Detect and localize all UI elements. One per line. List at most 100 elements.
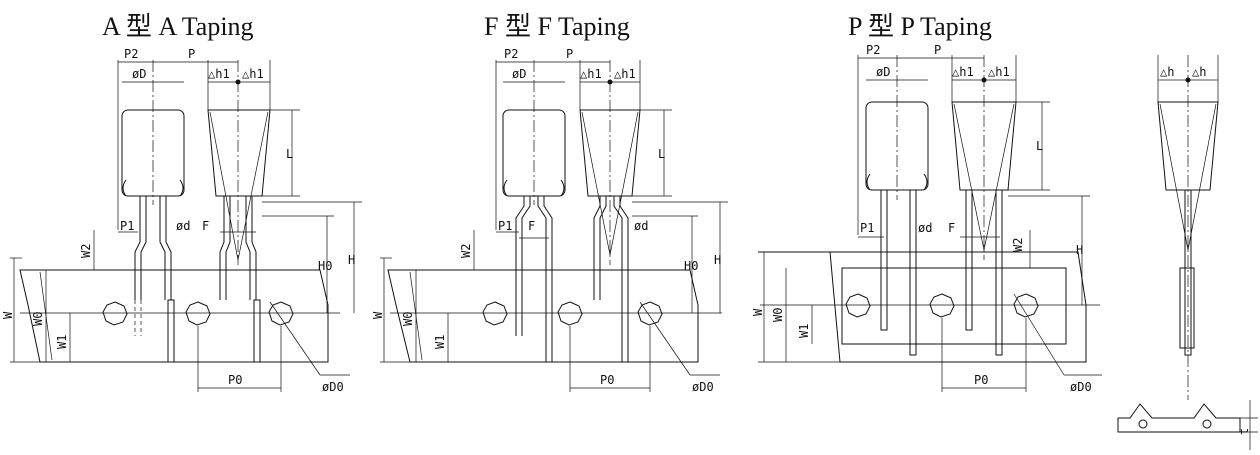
label-t: t [1237, 428, 1251, 435]
capacitor-body-a-tapered [207, 109, 271, 197]
label-f-w2: W2 [459, 244, 473, 258]
label-f-w1: W1 [433, 335, 447, 349]
label-a-w2: W2 [79, 244, 93, 258]
label-p-dh1-left: △h1 [952, 65, 974, 79]
label-f-p: P [566, 47, 573, 61]
lead-a-2-tail [167, 299, 175, 363]
sprocket-hole-f-3 [637, 301, 663, 326]
label-p-l: L [1036, 139, 1043, 153]
label-f-p0: P0 [600, 373, 614, 387]
capacitor-bead-f [503, 179, 565, 197]
leader-a-d0 [269, 301, 321, 376]
sprocket-hole-a-2 [185, 301, 211, 326]
lead-a-2 [159, 196, 172, 300]
label-a-dh1-right: △h1 [242, 67, 264, 81]
leader-p-d0 [1013, 293, 1065, 376]
capacitor-bead-a [122, 179, 184, 197]
tilt-lines-side [1159, 103, 1217, 251]
tape-p [758, 251, 1087, 363]
sprocket-hole-p-1 [845, 293, 871, 318]
label-p-w2: W2 [1011, 238, 1025, 252]
center-dot-side [1185, 77, 1191, 83]
label-f-w0: W0 [401, 312, 415, 326]
label-a-f: F [202, 219, 209, 233]
tape-side-section [1179, 267, 1195, 349]
lead-a-3 [219, 196, 231, 300]
label-p-phi-d: øD [876, 65, 890, 79]
label-f-h0: H0 [684, 259, 698, 273]
lead-a-4-tail [253, 299, 261, 363]
label-a-w0: W0 [31, 312, 45, 326]
label-f-phi-d: øD [512, 67, 526, 81]
label-a-p0: P0 [228, 373, 242, 387]
label-f-p2: P2 [504, 47, 518, 61]
label-p-phi-d-lead: ød [918, 221, 932, 235]
tape-p-window [841, 267, 1067, 345]
label-f-p1: P1 [498, 219, 512, 233]
panel-f-taping: P2 P øD △h1 △h1 L H H0 P1 F ød W W0 W1 W… [371, 47, 728, 394]
label-a-p: P [188, 47, 195, 61]
label-a-w1: W1 [55, 335, 69, 349]
sprocket-hole-f-2 [557, 301, 583, 326]
label-p-w0: W0 [771, 308, 785, 322]
label-f-dh1-right: △h1 [614, 67, 636, 81]
label-p-phi-d0: øD0 [1070, 380, 1092, 394]
tape-profile-hole-1 [1138, 419, 1148, 429]
lead-a-1-hidden [134, 300, 142, 336]
capacitor-bead-p [866, 173, 928, 191]
lead-f-1 [515, 196, 531, 336]
lead-a-4 [245, 196, 257, 300]
tilt-lines-a [209, 111, 269, 261]
label-p-p2: P2 [866, 43, 880, 57]
label-p-p: P [934, 43, 941, 57]
label-p-w1: W1 [797, 324, 811, 338]
panel-p-taping: P2 P øD △h1 △h1 L H P1 ød F W2 W W0 W1 P… [751, 43, 1102, 394]
label-p-h: H [1076, 243, 1083, 257]
lead-p-4 [995, 189, 1003, 356]
center-dot-a [235, 79, 241, 85]
label-p-p0: P0 [974, 373, 988, 387]
label-side-dh-right: △h [1192, 65, 1206, 79]
label-side-dh-left: △h [1160, 65, 1174, 79]
center-dot-p [981, 77, 987, 83]
label-a-phi-d: øD [132, 67, 146, 81]
center-dot-f [607, 79, 613, 85]
label-f-w: W [371, 311, 385, 319]
tape-a [19, 269, 329, 363]
sprocket-hole-f-1 [482, 301, 508, 326]
label-p-p1: P1 [860, 221, 874, 235]
tape-profile-hole-2 [1202, 419, 1212, 429]
label-a-l: L [286, 147, 293, 161]
label-a-dh1-left: △h1 [208, 67, 230, 81]
tape-thickness-profile [1117, 403, 1241, 433]
lead-side [1184, 189, 1192, 356]
label-f-phi-d0: øD0 [692, 380, 714, 394]
lead-f-4 [613, 196, 629, 362]
title-p-taping: P 型 P Taping [848, 12, 992, 41]
label-f-f: F [528, 219, 535, 233]
tape-f [387, 269, 699, 363]
label-p-dh1-right: △h1 [988, 65, 1010, 79]
lead-f-2 [537, 196, 553, 362]
sprocket-hole-a-1 [102, 301, 128, 326]
label-p-w: W [751, 308, 765, 316]
label-a-w: W [1, 311, 15, 319]
sprocket-hole-p-3 [1013, 293, 1039, 318]
lead-a-1 [134, 196, 147, 300]
tilt-lines-p [953, 103, 1015, 251]
capacitor-body-side [1157, 101, 1219, 191]
label-f-dh1-left: △h1 [580, 67, 602, 81]
lead-f-3 [593, 196, 607, 300]
sprocket-hole-a-3 [268, 301, 294, 326]
label-a-h0: H0 [318, 259, 332, 273]
tilt-lines-f [581, 111, 639, 256]
label-a-phi-d-lead: ød [176, 219, 190, 233]
label-f-h: H [714, 253, 721, 267]
lead-p-2 [909, 189, 917, 356]
label-f-l: L [658, 147, 665, 161]
label-a-p1: P1 [120, 219, 134, 233]
label-a-phi-d0: øD0 [322, 380, 344, 394]
title-f-taping: F 型 F Taping [484, 12, 630, 41]
label-f-phi-d-lead: ød [634, 219, 648, 233]
label-a-p2: P2 [124, 47, 138, 61]
